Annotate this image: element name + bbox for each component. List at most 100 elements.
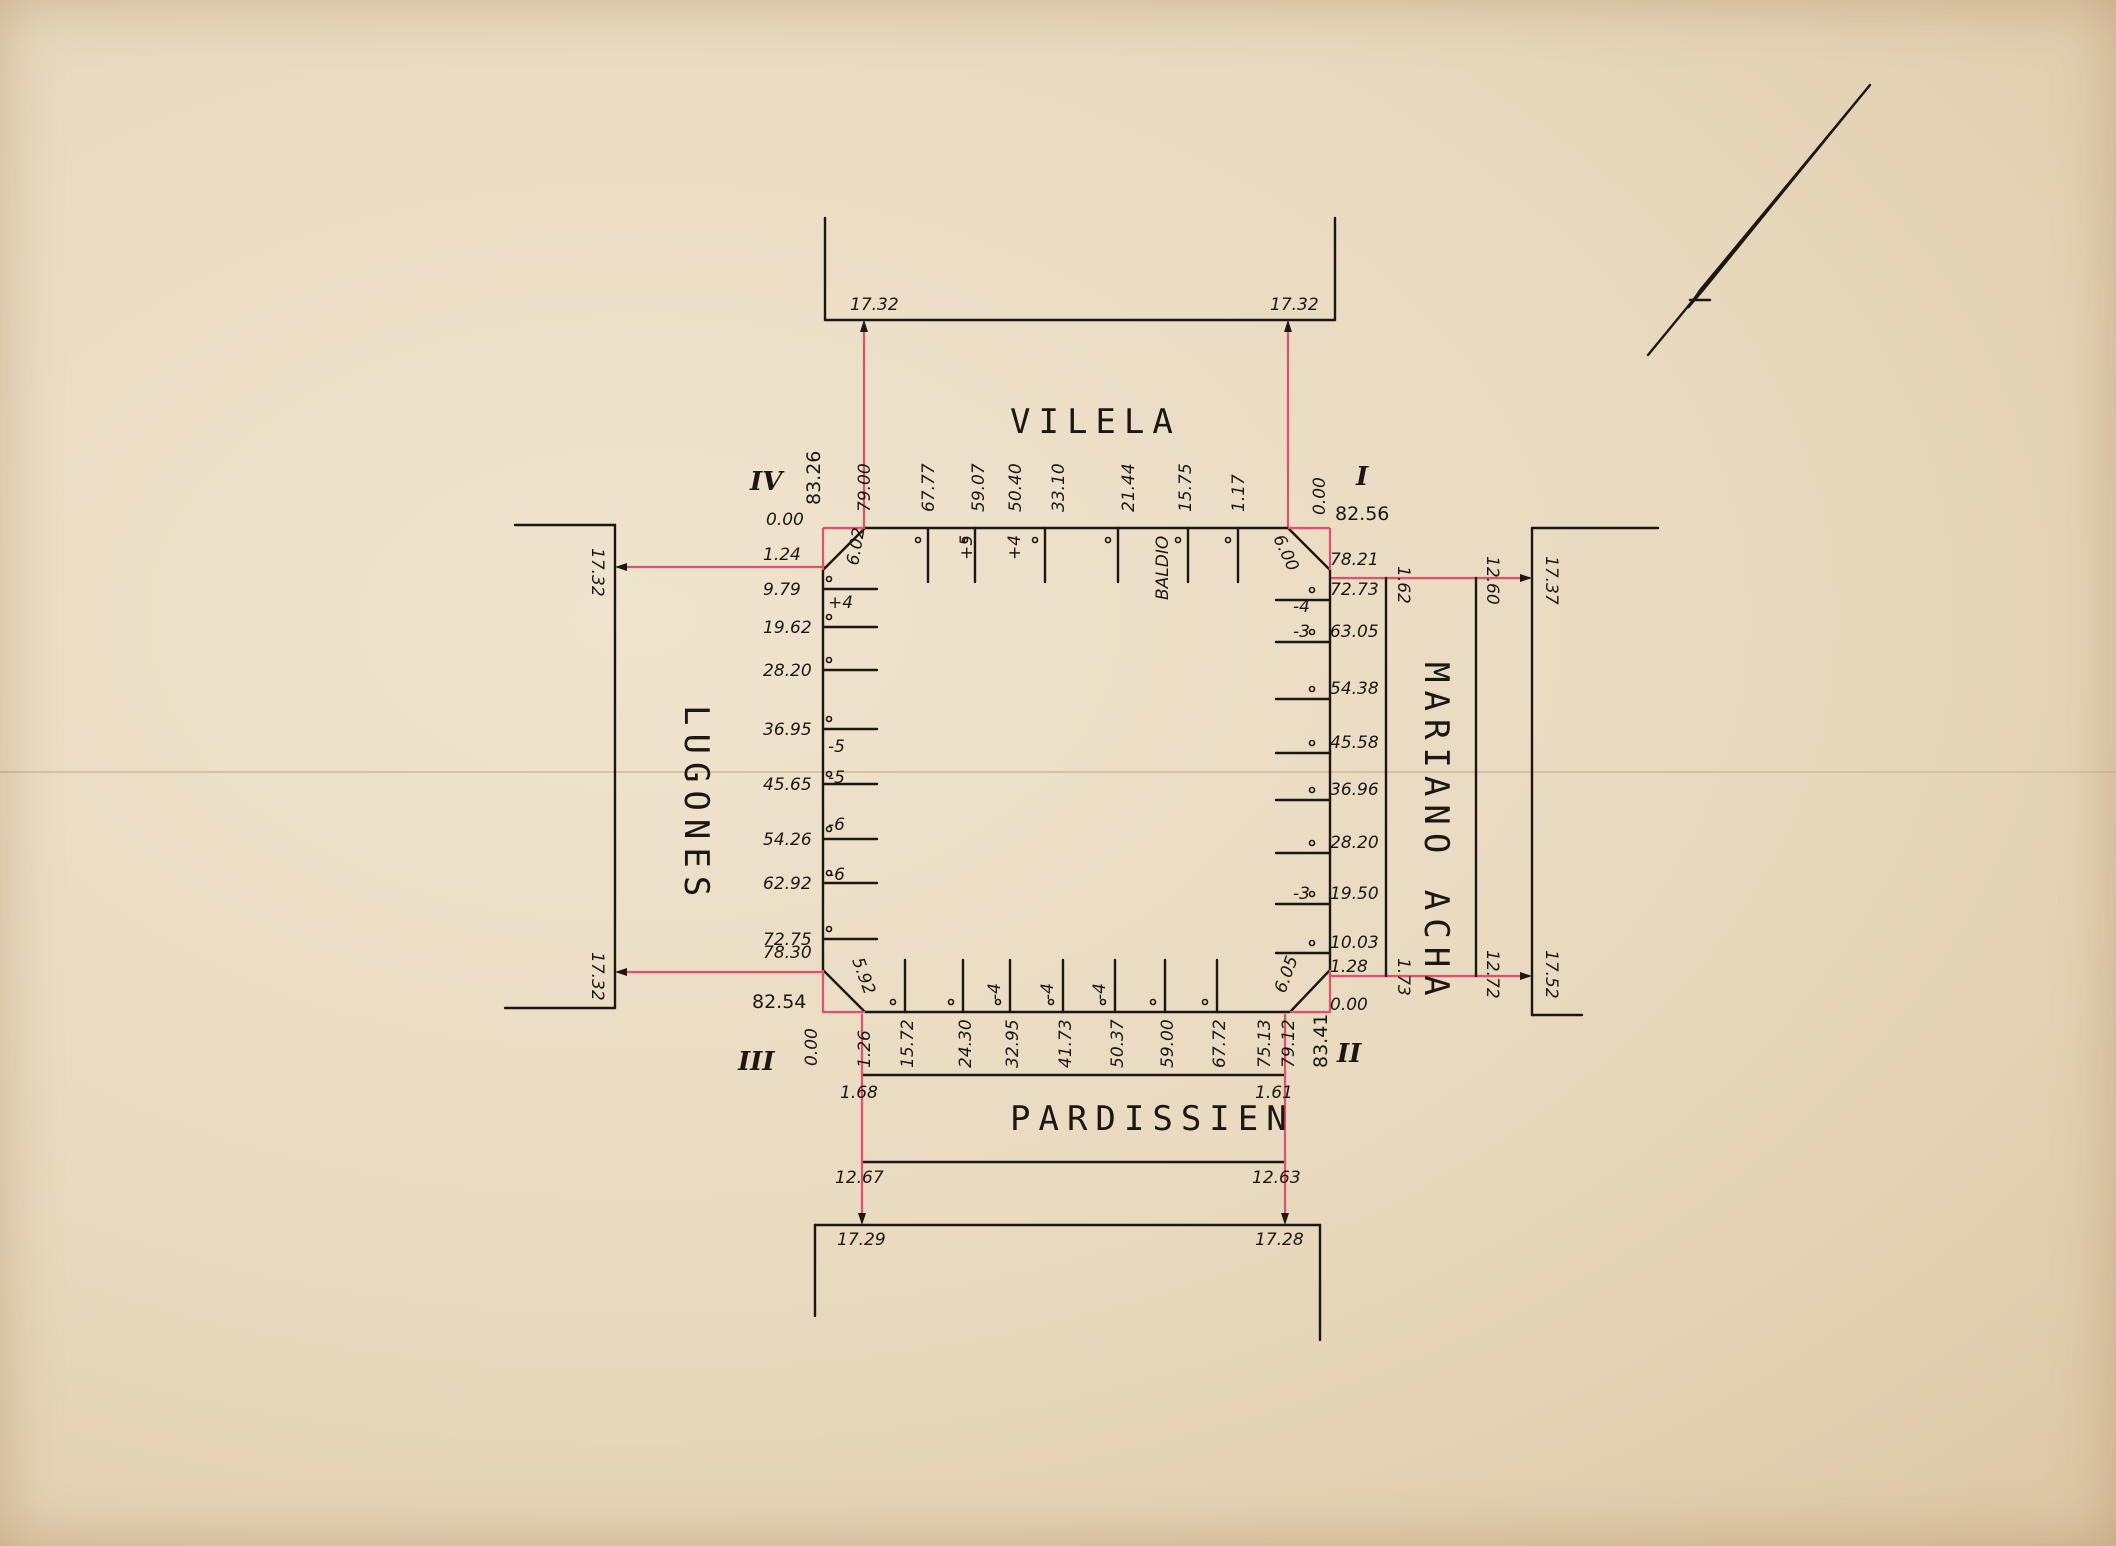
south-measure-3: 32.95: [1003, 1019, 1023, 1068]
corner-iii-total: 82.54: [752, 991, 806, 1013]
west-measure-1: 9.79: [763, 580, 801, 600]
west-measure-3: 28.20: [763, 661, 812, 681]
east-lot-marker-5: [1308, 786, 1316, 794]
west-level-mark-2: -5: [828, 768, 845, 788]
north-lot-marker-0: [914, 536, 922, 544]
east-measure-2: 63.05: [1330, 622, 1379, 642]
west-measure-5: 45.65: [763, 775, 812, 795]
vilela-width-left: 17.32: [850, 295, 899, 315]
north-measure-5: 15.75: [1176, 463, 1196, 512]
north-lot-marker-2: [1031, 536, 1039, 544]
east-measure-1: 72.73: [1330, 580, 1379, 600]
chamfer-nw: 6.02: [843, 526, 869, 567]
north-measure-6: 1.17: [1229, 474, 1249, 512]
acha-curb-bottom: 12.72: [1482, 950, 1502, 999]
acha-curb-top: 12.60: [1482, 556, 1502, 605]
south-lot-marker-2: [947, 998, 955, 1006]
west-lot-group: 1.249.7919.6228.2036.9545.6554.2662.9272…: [763, 545, 879, 963]
west-level-mark-0: +4: [828, 593, 853, 613]
south-lot-marker-5: [1099, 998, 1107, 1006]
corner-label-iii: III: [737, 1047, 775, 1077]
north-level-mark-1: +4: [1005, 535, 1025, 560]
corner-frames: [821, 526, 1332, 1014]
pardissien-curb-right: 12.63: [1252, 1168, 1301, 1188]
street-label-mariano-acha: MARIANO ACHA: [1416, 662, 1456, 1004]
south-measure-8: 75.13: [1255, 1019, 1275, 1068]
corner-i-zero: 0.00: [1310, 477, 1330, 515]
lugones-width-top: 17.32: [587, 548, 607, 597]
west-measure-9: 78.30: [763, 943, 812, 963]
west-measure-2: 19.62: [763, 618, 812, 638]
south-measure-2: 24.30: [956, 1019, 976, 1068]
west-level-mark-3: -6: [828, 815, 845, 835]
south-lot-marker-6: [1149, 998, 1157, 1006]
east-measure-5: 36.96: [1330, 780, 1379, 800]
south-measure-1: 15.72: [898, 1019, 918, 1068]
east-level-mark-2: -3: [1293, 884, 1310, 904]
east-lot-marker-8: [1308, 939, 1316, 947]
corner-iv-zero: 0.00: [766, 510, 804, 530]
south-lot-marker-4: [1047, 998, 1055, 1006]
acha-street-outline: [1530, 526, 1660, 1017]
acha-sidewalk-top: 1.62: [1393, 566, 1413, 604]
north-measure-4: 21.44: [1119, 463, 1139, 512]
east-measure-9: 1.28: [1330, 957, 1368, 977]
street-label-lugones: LUGONES: [676, 705, 716, 904]
south-measure-0: 1.26: [855, 1030, 875, 1068]
corner-ii-total: 83.41: [1310, 1014, 1332, 1068]
vilela-width-right: 17.32: [1270, 295, 1319, 315]
east-lot-marker-6: [1308, 839, 1316, 847]
block-outline: [821, 526, 1332, 1014]
corner-iv-total: 83.26: [803, 451, 825, 505]
east-measure-0: 78.21: [1330, 550, 1379, 570]
south-measure-4: 41.73: [1056, 1019, 1076, 1068]
east-level-mark-0: -4: [1293, 597, 1310, 617]
east-level-mark-1: -3: [1293, 622, 1310, 642]
lugones-street-outline: [503, 523, 617, 1010]
east-lot-marker-1: [1308, 586, 1316, 594]
west-measure-8: 72.75: [763, 930, 812, 950]
west-measure-0: 1.24: [763, 545, 801, 565]
corner-label-iv: IV: [749, 467, 785, 497]
east-measure-3: 54.38: [1330, 679, 1379, 699]
east-measure-8: 10.03: [1330, 933, 1379, 953]
west-level-mark-4: -6: [828, 865, 845, 885]
east-measure-7: 19.50: [1330, 884, 1379, 904]
west-lot-marker-8: [825, 925, 833, 933]
east-measure-6: 28.20: [1330, 833, 1379, 853]
pardissien-width-left: 17.29: [837, 1230, 886, 1250]
south-level-mark-0: -4: [985, 983, 1005, 1000]
street-label-vilela: VILELA: [1010, 402, 1181, 442]
east-lot-group: 78.2172.7363.0554.3845.5836.9628.2019.50…: [1274, 550, 1379, 977]
acha-width-top: 17.37: [1541, 556, 1561, 605]
east-lot-marker-3: [1308, 685, 1316, 693]
acha-sidewalk-bottom: 1.73: [1393, 958, 1413, 996]
east-lot-marker-7: [1308, 890, 1316, 898]
pardissien-sidewalk-right: 1.61: [1255, 1083, 1293, 1103]
west-measure-4: 36.95: [763, 720, 812, 740]
chamfer-sw: 5.92: [847, 955, 879, 997]
north-measure-3: 33.10: [1049, 463, 1069, 512]
west-lot-marker-7: [825, 869, 833, 877]
pardissien-width-right: 17.28: [1255, 1230, 1304, 1250]
south-level-mark-2: -4: [1090, 983, 1110, 1000]
north-lot-marker-1: [961, 536, 969, 544]
pardissien-sidewalk-left: 1.68: [840, 1083, 878, 1103]
west-lot-marker-3: [825, 656, 833, 664]
vilela-street-outline: [823, 216, 1337, 322]
north-measure-2: 50.40: [1006, 463, 1026, 512]
south-measure-7: 67.72: [1210, 1019, 1230, 1068]
acha-width-bottom: 17.52: [1541, 950, 1561, 999]
west-lot-marker-6: [825, 825, 833, 833]
chamfer-se: 6.05: [1271, 953, 1303, 995]
corner-label-ii: II: [1336, 1039, 1362, 1069]
lugones-width-bottom: 17.32: [587, 952, 607, 1001]
east-lot-marker-2: [1308, 628, 1316, 636]
west-lot-marker-4: [825, 715, 833, 723]
east-lot-marker-4: [1308, 739, 1316, 747]
pardissien-street-outline: [813, 1223, 1322, 1342]
